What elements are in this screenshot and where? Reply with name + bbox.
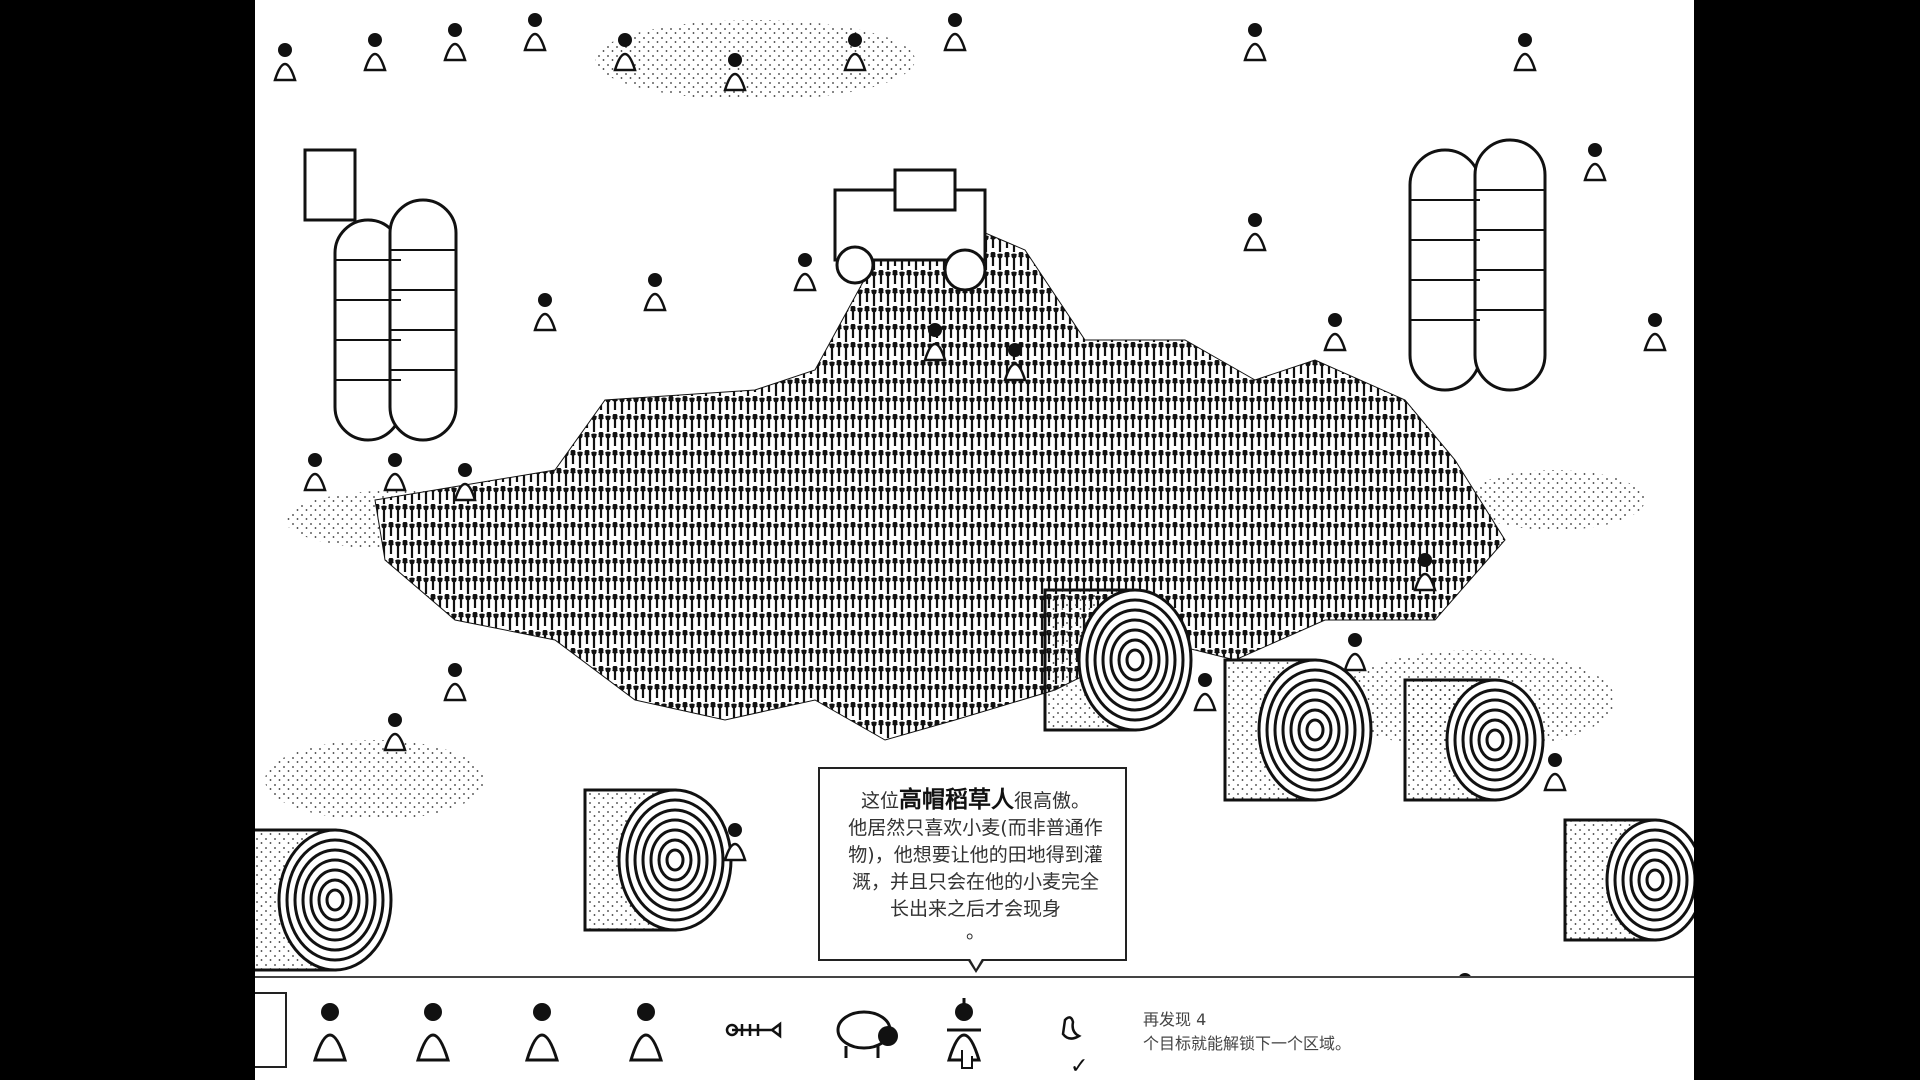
target-bird-icon[interactable] xyxy=(1035,990,1105,1070)
person-figure[interactable] xyxy=(1513,33,1537,72)
person-figure[interactable] xyxy=(943,13,967,52)
person-figure[interactable] xyxy=(723,823,747,862)
person-figure[interactable] xyxy=(1323,313,1347,352)
tractor xyxy=(833,168,987,292)
person-figure[interactable] xyxy=(1455,973,1475,976)
game-viewport[interactable]: 这位高帽稻草人很高傲。 他居然只喜欢小麦(而非普通作物)，他想要让他的田地得到灌… xyxy=(255,0,1694,1080)
hay-bale xyxy=(1563,818,1694,942)
tooltip-target-name: 高帽稻草人 xyxy=(899,787,1014,813)
tooltip-suffix: 很高傲。 xyxy=(1014,790,1091,812)
tooltip-end: 。 xyxy=(965,921,985,943)
person-figure[interactable] xyxy=(1413,553,1437,592)
progress-line-1: 再发现 4 xyxy=(1143,1010,1207,1029)
person-figure[interactable] xyxy=(383,713,407,752)
person-figure[interactable] xyxy=(363,33,387,72)
person-figure[interactable] xyxy=(1243,213,1267,252)
target-woman-icon[interactable] xyxy=(611,990,681,1070)
farm-scene[interactable] xyxy=(255,0,1694,976)
target-fish-bone-icon[interactable] xyxy=(717,990,787,1070)
person-figure[interactable] xyxy=(1643,313,1667,352)
target-scarecrow-icon[interactable] xyxy=(929,990,999,1070)
person-figure[interactable] xyxy=(1003,343,1027,382)
person-figure[interactable] xyxy=(303,453,327,492)
hay-bale xyxy=(255,828,393,972)
target-person-icon[interactable] xyxy=(398,990,468,1070)
people xyxy=(273,13,1667,976)
person-figure[interactable] xyxy=(383,453,407,492)
person-figure[interactable] xyxy=(843,33,867,72)
person-figure[interactable] xyxy=(613,33,637,72)
person-figure[interactable] xyxy=(923,323,947,362)
hay-bales xyxy=(255,588,1694,972)
person-figure[interactable] xyxy=(723,53,747,92)
wheat-field xyxy=(374,219,1506,741)
target-coat-person-icon[interactable] xyxy=(507,990,577,1070)
target-bar: 再发现 4 个目标就能解锁下一个区域。 ✓ xyxy=(255,976,1694,1080)
tooltip-body: 他居然只喜欢小麦(而非普通作物)，他想要让他的田地得到灌溉，并且只会在他的小麦完… xyxy=(848,817,1103,920)
person-figure[interactable] xyxy=(443,23,467,62)
person-figure[interactable] xyxy=(1243,23,1267,62)
person-figure[interactable] xyxy=(443,663,467,702)
person-figure[interactable] xyxy=(453,463,477,502)
person-figure[interactable] xyxy=(643,273,667,312)
silos-right xyxy=(1408,138,1547,392)
found-check-icon: ✓ xyxy=(1070,1054,1089,1079)
tooltip-prefix: 这位 xyxy=(860,790,899,812)
hay-bale xyxy=(1223,658,1373,802)
person-figure[interactable] xyxy=(1583,143,1607,182)
target-hint-tooltip: 这位高帽稻草人很高傲。 他居然只喜欢小麦(而非普通作物)，他想要让他的田地得到灌… xyxy=(818,767,1127,961)
scroll-left-button[interactable] xyxy=(255,992,287,1068)
person-figure[interactable] xyxy=(1343,633,1367,672)
silos-left xyxy=(303,148,458,442)
hay-bale xyxy=(583,788,733,932)
target-bull-icon[interactable] xyxy=(832,990,902,1070)
progress-text: 再发现 4 个目标就能解锁下一个区域。 xyxy=(1143,1008,1351,1056)
person-figure[interactable] xyxy=(1193,673,1217,712)
hay-bale xyxy=(1403,678,1545,802)
person-figure[interactable] xyxy=(273,43,297,82)
person-figure[interactable] xyxy=(533,293,557,332)
target-musician-icon[interactable] xyxy=(295,990,365,1070)
person-figure[interactable] xyxy=(523,13,547,52)
tooltip-pointer xyxy=(967,957,985,973)
person-figure[interactable] xyxy=(1543,753,1567,792)
hay-bale xyxy=(1043,588,1193,732)
person-figure[interactable] xyxy=(793,253,817,292)
progress-line-2: 个目标就能解锁下一个区域。 xyxy=(1143,1034,1352,1053)
